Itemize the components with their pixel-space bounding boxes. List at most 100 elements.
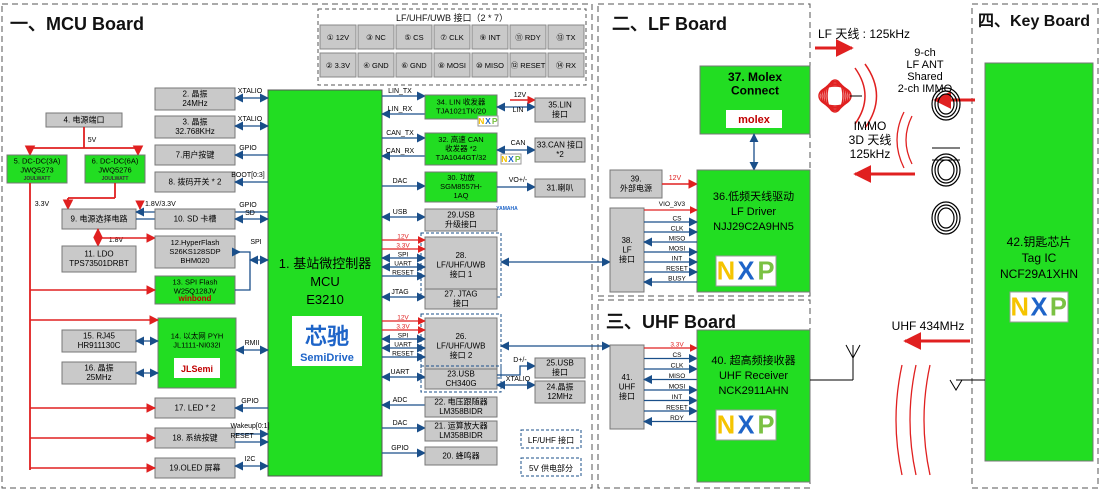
crystal-25mhz-block-text: 16. 晶振 (84, 363, 113, 373)
jtag-block-text: 接口 (453, 298, 469, 308)
uhf-board-title: 三、UHF Board (606, 312, 736, 332)
lf-uhf-uwb-port-2-pin-label: UART (394, 342, 412, 349)
lf-uhf-uwb-port-1-text: LF/UHF/UWB (437, 260, 486, 269)
connector-pin-label: ⑭ RX (556, 61, 576, 70)
lf-wave-icon (854, 67, 866, 125)
jtag-block-text: 27. JTAG (444, 290, 477, 299)
uhf-antenna-icon (845, 344, 861, 360)
lf-pin-label: MOSI (669, 246, 686, 253)
connector-pin-cell (509, 52, 547, 78)
can-port-block-text: 33.CAN 接口 (537, 140, 583, 150)
lf-interface-block-text: LF (622, 245, 631, 254)
mcu-block (267, 89, 383, 477)
immo-wave-icon (896, 111, 905, 169)
lf-uhf-uwb-port-1 (424, 236, 498, 294)
immo-coil-icon (934, 156, 958, 184)
lf-interface-block-text: 接口 (619, 254, 635, 264)
connector-pin-label: ⑥ GND (401, 61, 427, 70)
lin-tx-line-label: LIN_TX (388, 88, 412, 95)
nxp-logo-bg (500, 153, 522, 165)
buzzer-gpio-line-label: GPIO (391, 445, 409, 452)
connector-pin-label: ⑧ MOSI (438, 61, 466, 70)
nxp-letter: N (1010, 293, 1028, 321)
mcu-part: E3210 (306, 292, 344, 307)
uhf-pin-label: CS (672, 352, 682, 359)
usb-upgrade-block-text: 升级接口 (445, 219, 477, 229)
amplifier-block (424, 171, 498, 203)
usb-upgrade-block (424, 208, 498, 232)
can-rx-line-label: CAN_RX (386, 148, 415, 155)
usb-dpm-line (497, 361, 536, 376)
lf-board-title: 二、LF Board (612, 14, 727, 34)
crystal-12mhz-block-text: 12MHz (547, 392, 572, 401)
jtag-line-label: JTAG (391, 289, 408, 296)
uhf-interface-block-text: 接口 (619, 391, 635, 401)
connector-pin-label: ① 12V (327, 33, 349, 42)
nxp-letter: X (737, 411, 754, 439)
crystal-12mhz-block (534, 380, 586, 404)
connector-pin-cell (433, 24, 471, 50)
1v8-label: 1.8V (109, 237, 124, 244)
op-amp-block-text: LM358BIDR (439, 431, 483, 440)
immo-coil-icon (934, 204, 958, 232)
hyperflash-block-text: BHM020 (180, 256, 209, 265)
molex-logo-bg (726, 110, 782, 128)
lf-coil-icon (826, 79, 844, 113)
dcdc-6a-block (84, 154, 146, 184)
dcdc-3a-block-text: 5. DC-DC(3A) (14, 157, 61, 166)
rmii-label: RMII (245, 340, 260, 347)
can-label: CAN (511, 140, 526, 147)
uhf-interface-block-text: UHF (619, 382, 636, 391)
gpio-label: GPIO (241, 398, 259, 405)
boot-label: BOOT[0:3] (231, 172, 265, 179)
uhf-receiver-block (696, 329, 811, 483)
lf-ant-desc: Shared (907, 71, 942, 83)
power-port-block-text: 4. 电源端口 (64, 114, 105, 124)
dcdc-3a-block-text: JWQ5273 (20, 166, 53, 175)
semidrive-logo-cn: 芯驰 (305, 324, 349, 349)
semidrive-logo (292, 316, 362, 366)
spi-label: SPI (250, 239, 261, 246)
hyperflash-block-text: S26KS128SDP (169, 247, 220, 256)
uhf-receiver-block-text: NCK2911AHN (718, 385, 788, 397)
uhf-label: UHF 434MHz (892, 319, 965, 333)
connector-pin-label: ② 3.3V (326, 61, 350, 70)
external-power-block-text: 外部电源 (620, 183, 652, 193)
uhf-pin-label: 3.3V (670, 342, 684, 349)
lf-uhf-uwb-port-2 (424, 317, 498, 375)
usb-port-block (534, 357, 586, 379)
uhf-pin-label: CLK (671, 363, 684, 370)
yamaha-logo: YAMAHA (496, 206, 518, 212)
connector-pin-label: ⑫ RESET (511, 61, 546, 70)
immo-label: 3D 天线 (849, 133, 892, 147)
lin-rx-line-label: LIN_RX (388, 106, 413, 113)
sd-slot-block-text: 10. SD 卡槽 (174, 213, 217, 223)
mcu-subtitle: MCU (310, 274, 340, 289)
oled-block-text: 19.OLED 屏幕 (169, 462, 220, 472)
usb-ch340-block-text: 23.USB (447, 370, 475, 379)
uhf-receiver-block-text: UHF Receiver (719, 370, 788, 382)
uhf-pin-label: RESET (666, 405, 688, 412)
nxp-letter: N (717, 257, 735, 285)
can-transceiver-block-text: 32. 高速 CAN (438, 134, 483, 144)
semidrive-logo-en: SemiDrive (300, 352, 354, 364)
lf-uhf-uwb-port-1-pin-label: 3.3V (396, 243, 410, 250)
uhf-wave-icon (923, 364, 931, 476)
connector-pin-label: ⑩ MISO (476, 61, 504, 70)
connector-pin-cell (357, 52, 395, 78)
nxp-letter: P (1050, 293, 1067, 321)
mcu-board-title: 一、MCU Board (10, 14, 144, 34)
immo-label: 125kHz (850, 147, 891, 161)
connector-pin-cell (395, 24, 433, 50)
usb-ch340-frame (420, 365, 502, 393)
immo-coil-icon (937, 93, 955, 115)
uhf-pin-label: INT (672, 394, 683, 401)
usb-port-block-text: 接口 (552, 367, 568, 377)
lf-interface-block-text: 38. (621, 236, 632, 245)
xtalio-label: XTALIO (238, 116, 263, 123)
lf-coil-icon (824, 80, 846, 112)
uhf-interface-block (609, 344, 645, 430)
